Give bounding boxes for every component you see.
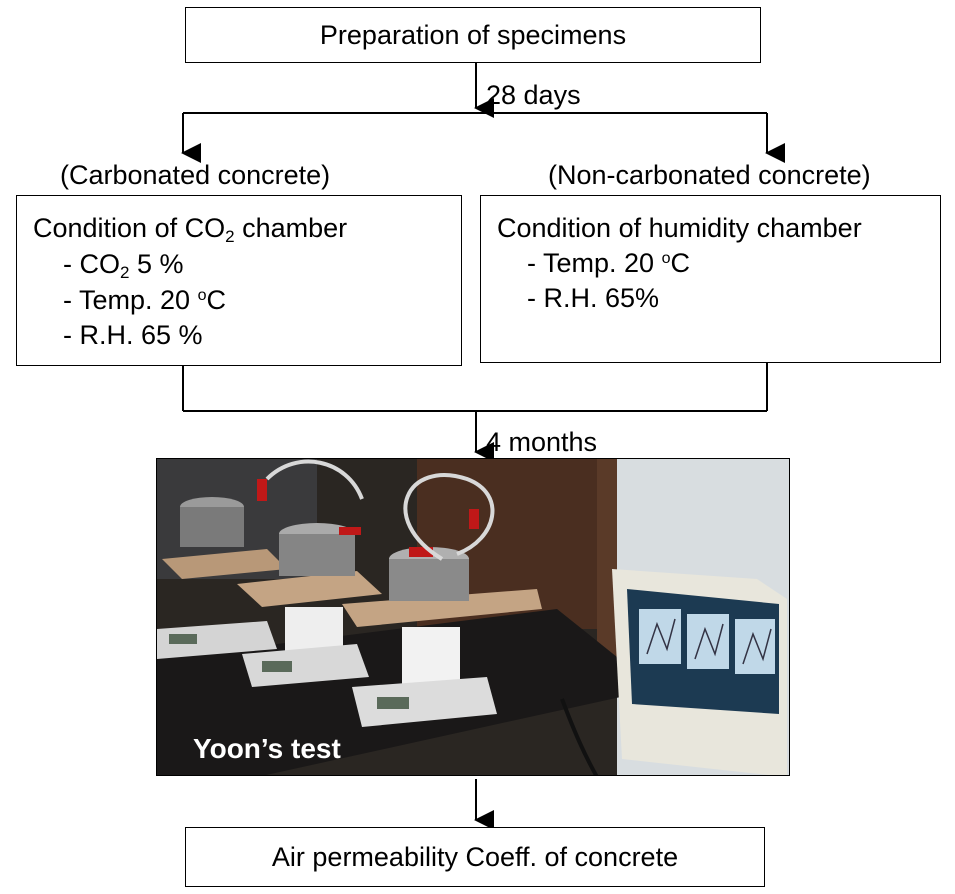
test-apparatus-photo: Yoon’s test <box>156 458 790 776</box>
duration-28-days: 28 days <box>486 80 581 110</box>
co2-chamber-box: Condition of CO2 chamber - CO2 5 % - Tem… <box>16 195 462 366</box>
air-permeability-label: Air permeability Coeff. of concrete <box>271 841 679 872</box>
photo-caption: Yoon’s test <box>193 733 341 764</box>
co2-concentration-item: - CO2 5 % <box>63 249 184 282</box>
air-permeability-box: Air permeability Coeff. of concrete <box>185 827 765 887</box>
carbonated-heading: (Carbonated concrete) <box>60 160 331 190</box>
humidity-temperature-item: - Temp. 20 oC <box>527 248 690 278</box>
preparation-label: Preparation of specimens <box>319 19 627 50</box>
co2-temperature-item: - Temp. 20 oC <box>63 285 226 315</box>
duration-4-months: 4 months <box>486 427 598 457</box>
humidity-chamber-box: Condition of humidity chamber - Temp. 20… <box>480 195 941 363</box>
co2-chamber-title: Condition of CO2 chamber <box>33 213 348 246</box>
apparatus-illustration <box>157 459 789 775</box>
non-carbonated-heading: (Non-carbonated concrete) <box>548 160 871 190</box>
preparation-box: Preparation of specimens <box>185 7 761 63</box>
humidity-rh-item: - R.H. 65% <box>527 283 660 313</box>
co2-humidity-item: - R.H. 65 % <box>63 320 203 350</box>
humidity-chamber-title: Condition of humidity chamber <box>497 213 862 243</box>
